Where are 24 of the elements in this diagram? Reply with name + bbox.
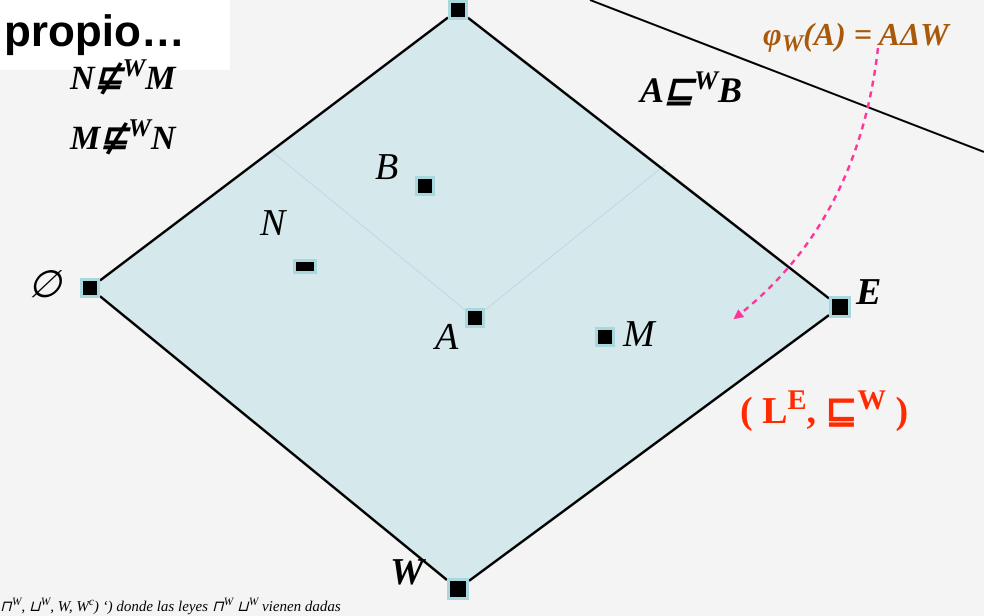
- lattice-line: [99, 16, 449, 282]
- lattice-point: [465, 308, 485, 328]
- point-label: E: [856, 273, 882, 311]
- point-label: A: [435, 318, 458, 356]
- formula: φ$_{W}$(A) = AΔW: [763, 14, 949, 54]
- lattice-point: [447, 578, 469, 600]
- point-label: ∅: [28, 266, 61, 304]
- lattice-point: [595, 327, 615, 347]
- lattice-point: [80, 278, 100, 298]
- point-label: W: [390, 553, 424, 591]
- formula: A⊑$^{W}$B: [640, 72, 742, 108]
- lattice-point: [293, 258, 317, 274]
- formula: ( L$^{E}$, ⊑$^{W}$ ): [740, 392, 908, 430]
- text-line: ⊓$^{W}$, ⊔$^{W}$, W, W$^{c}$) ‘) donde las leyes ⊓$^{W}$ ⊔$^{W}$ vienen dadas: [0, 600, 341, 615]
- point-label: N: [260, 204, 286, 242]
- lattice-point: [448, 0, 468, 20]
- point-label: B: [375, 148, 398, 186]
- lattice-line: [467, 16, 830, 300]
- point-label: M: [623, 315, 655, 353]
- lattice-line: [468, 314, 830, 582]
- lattice-point: [415, 176, 435, 196]
- dashed-arrow: [733, 48, 880, 320]
- lattice-point: [829, 296, 851, 318]
- lattice-line: [99, 295, 448, 581]
